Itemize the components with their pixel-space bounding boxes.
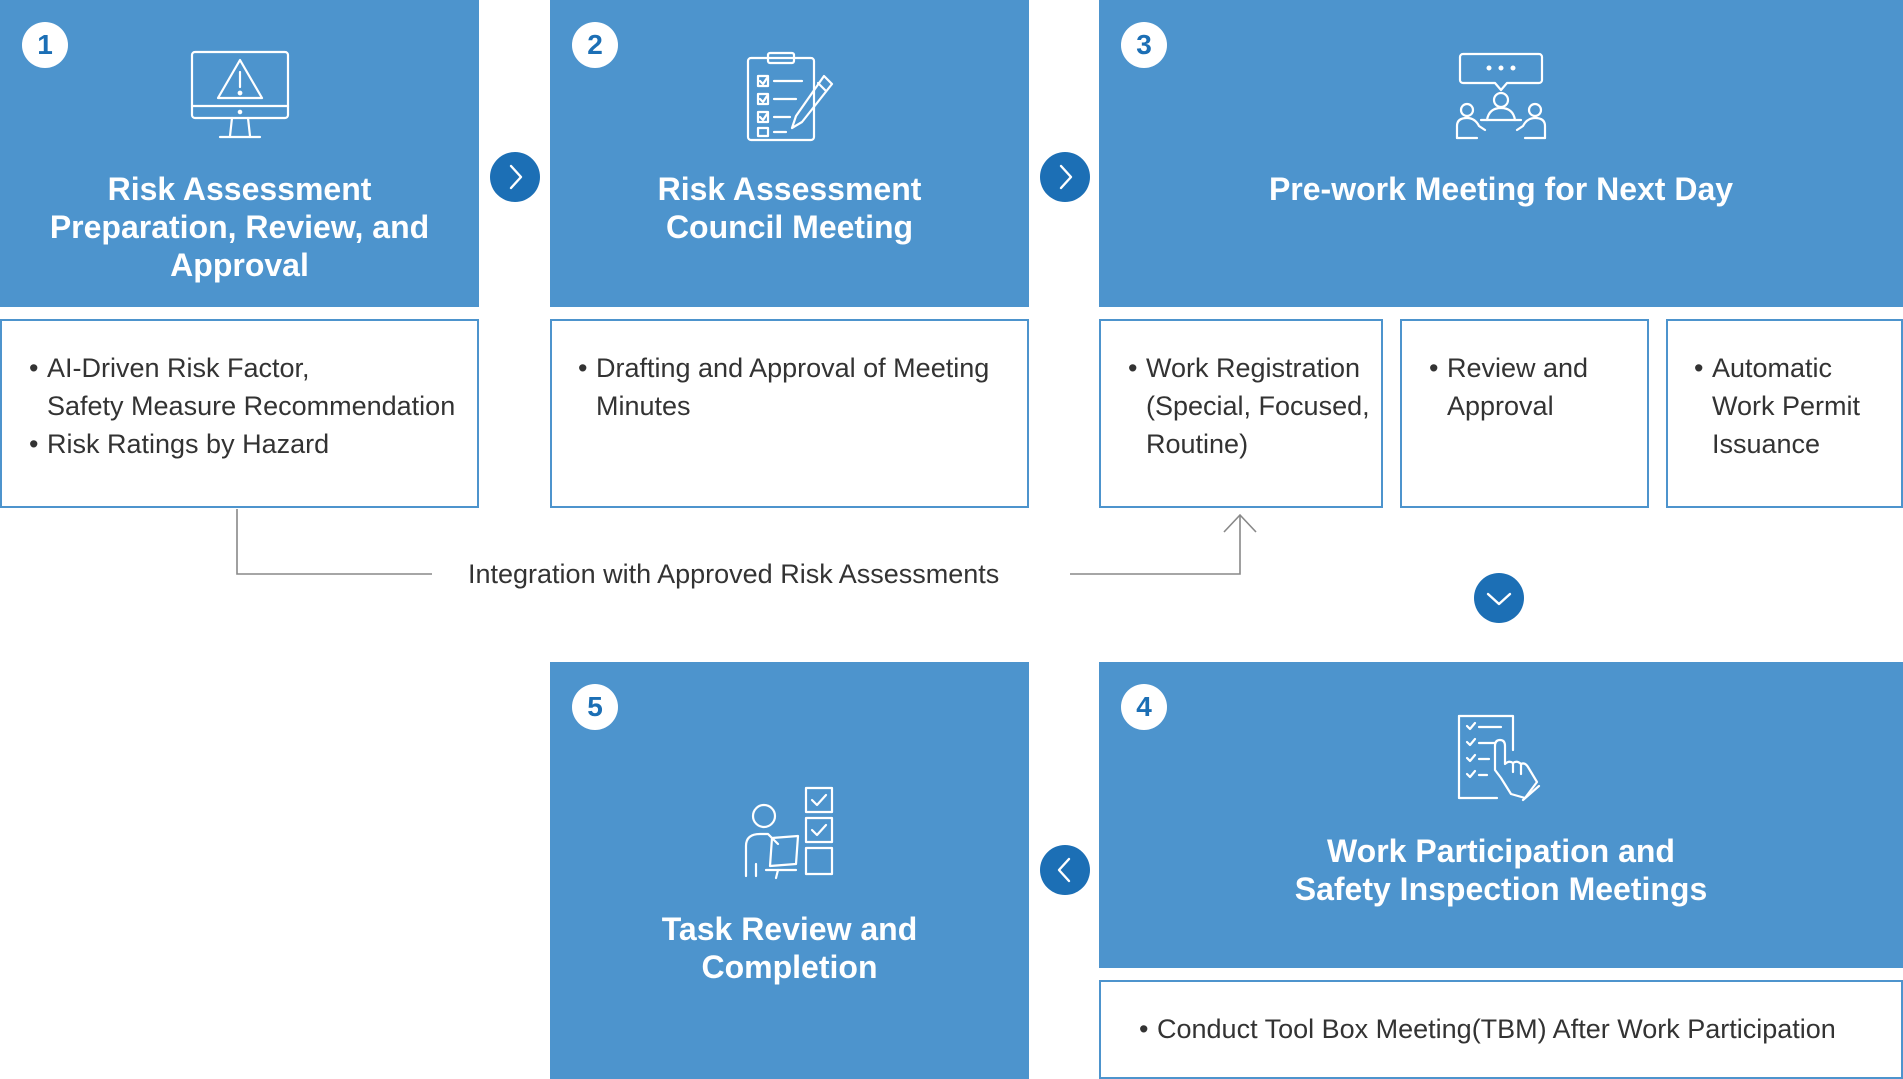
- monitor-warning-icon: [190, 50, 289, 139]
- step-4-title-line: Work Participation and: [1327, 833, 1675, 869]
- connector-arrowhead: [1223, 513, 1257, 533]
- step-3-box: 3 Pre-work Meeting for Next Day: [1099, 0, 1903, 307]
- step-4-number-badge: 4: [1121, 684, 1167, 730]
- step-1-box: 1 Risk Assessment Preparation, Review, a…: [0, 0, 479, 307]
- step-5-title-line: Completion: [701, 949, 878, 985]
- step-2-title: Risk Assessment Council Meeting: [570, 170, 1009, 246]
- next-arrow-icon: [1040, 152, 1090, 202]
- detail-line: Approval: [1447, 391, 1554, 421]
- step-3-detail-box-1: Work Registration (Special, Focused, Rou…: [1099, 319, 1383, 508]
- detail-line: Minutes: [596, 391, 691, 421]
- step-4-box: 4 Work Participation and Safety Inspecti…: [1099, 662, 1903, 968]
- detail-line: Automatic: [1712, 353, 1833, 383]
- step-4-details: Conduct Tool Box Meeting(TBM) After Work…: [1099, 980, 1903, 1079]
- step-5-title-line: Task Review and: [661, 911, 918, 947]
- step-3-number-badge: 3: [1121, 22, 1167, 68]
- step-3-detail-item: Automatic Work Permit Issuance: [1694, 349, 1901, 463]
- step-3-title: Pre-work Meeting for Next Day: [1119, 170, 1883, 208]
- integration-label: Integration with Approved Risk Assessmen…: [468, 559, 1000, 589]
- step-3-detail-box-2: Review and Approval: [1400, 319, 1649, 508]
- next-arrow-icon: [490, 152, 540, 202]
- step-3-detail-item: Review and Approval: [1429, 349, 1647, 425]
- step-2-box: 2 Risk Assessment Council Meeting: [550, 0, 1029, 307]
- meeting-discussion-icon: [1455, 52, 1547, 140]
- step-2-title-line: Risk Assessment: [657, 171, 922, 207]
- previous-arrow-icon: [1040, 845, 1090, 895]
- detail-line: Review and: [1447, 353, 1589, 383]
- detail-line: Work Registration: [1146, 353, 1361, 383]
- step-1-detail-item: Risk Ratings by Hazard: [29, 425, 477, 463]
- step-1-title-line: Risk Assessment: [107, 171, 372, 207]
- detail-line: Conduct Tool Box Meeting(TBM) After Work…: [1157, 1014, 1836, 1044]
- step-4-title-line: Safety Inspection Meetings: [1294, 871, 1708, 907]
- clipboard-checklist-icon: [746, 51, 833, 142]
- detail-line: Issuance: [1712, 429, 1821, 459]
- step-5-title: Task Review and Completion: [570, 910, 1009, 986]
- detail-line: (Special, Focused,: [1146, 391, 1370, 421]
- checklist-touch-icon: [1457, 714, 1541, 802]
- detail-line: Safety Measure Recommendation: [47, 391, 456, 421]
- detail-line: Routine): [1146, 429, 1249, 459]
- step-1-title-line: Preparation, Review, and: [49, 209, 430, 245]
- step-3-title-line: Pre-work Meeting for Next Day: [1268, 171, 1734, 207]
- step-1-details: AI-Driven Risk Factor, Safety Measure Re…: [0, 319, 479, 508]
- step-2-details: Drafting and Approval of Meeting Minutes: [550, 319, 1029, 508]
- step-5-number-badge: 5: [572, 684, 618, 730]
- detail-line: AI-Driven Risk Factor,: [47, 353, 310, 383]
- step-3-detail-box-3: Automatic Work Permit Issuance: [1666, 319, 1903, 508]
- detail-line: Risk Ratings by Hazard: [47, 429, 330, 459]
- step-1-detail-item: AI-Driven Risk Factor, Safety Measure Re…: [29, 349, 477, 425]
- step-1-title-line: Approval: [170, 247, 309, 283]
- detail-line: Drafting and Approval of Meeting: [596, 353, 990, 383]
- step-4-detail-item: Conduct Tool Box Meeting(TBM) After Work…: [1139, 1010, 1901, 1048]
- step-5-box: 5 Task Review and Completion: [550, 662, 1029, 1079]
- step-2-number-badge: 2: [572, 22, 618, 68]
- connector-line-left: [236, 509, 432, 575]
- step-2-title-line: Council Meeting: [665, 209, 914, 245]
- step-1-number-badge: 1: [22, 22, 68, 68]
- connector-line-right: [1070, 515, 1241, 575]
- step-1-title: Risk Assessment Preparation, Review, and…: [20, 170, 459, 284]
- step-2-detail-item: Drafting and Approval of Meeting Minutes: [578, 349, 1027, 425]
- step-3-detail-item: Work Registration (Special, Focused, Rou…: [1128, 349, 1381, 463]
- step-4-title: Work Participation and Safety Inspection…: [1119, 832, 1883, 908]
- detail-line: Work Permit: [1712, 391, 1861, 421]
- person-review-checkboxes-icon: [744, 786, 833, 880]
- down-arrow-icon: [1474, 573, 1524, 623]
